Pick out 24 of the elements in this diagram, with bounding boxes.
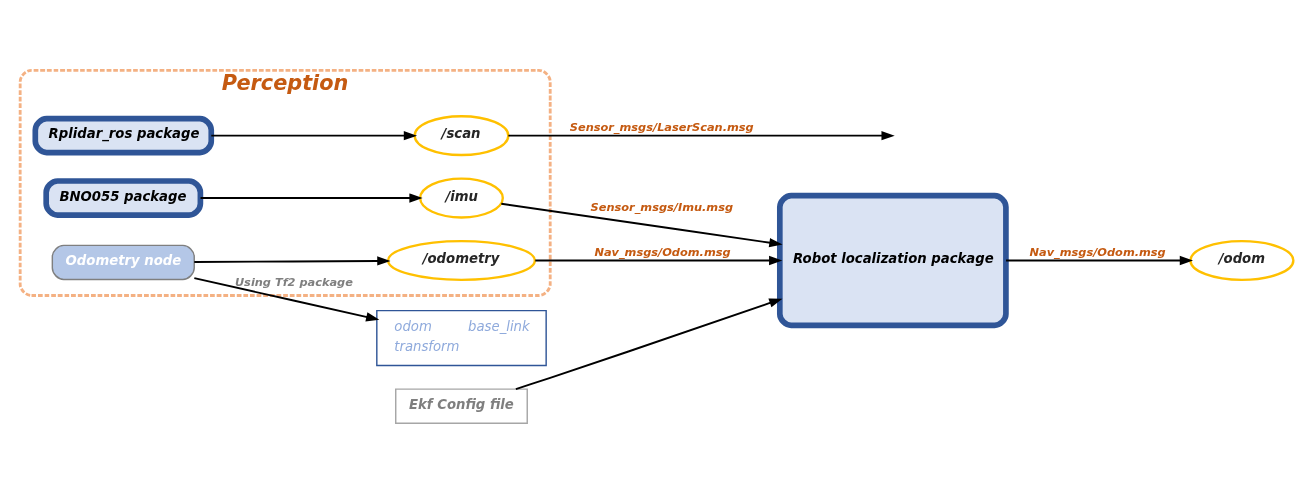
edge-label: Nav_msgs/Odom.msg bbox=[1029, 245, 1166, 260]
arrow bbox=[514, 298, 783, 391]
node-box: odom base_link transform bbox=[376, 309, 547, 367]
node-ellipse: /imu bbox=[418, 177, 504, 219]
node-box: Ekf Config file bbox=[395, 388, 528, 424]
arrow bbox=[199, 193, 423, 203]
arrow bbox=[210, 131, 418, 141]
arrow bbox=[193, 256, 391, 266]
edge-label: Using Tf2 package bbox=[234, 274, 353, 289]
node-box: Odometry node bbox=[51, 244, 195, 281]
node-ellipse: /odometry bbox=[386, 239, 537, 282]
arrow bbox=[500, 202, 783, 248]
arrow bbox=[507, 131, 895, 141]
arrow bbox=[1005, 255, 1194, 266]
edge-label: Sensor_msgs/Imu.msg bbox=[590, 199, 734, 214]
edge-label: Sensor_msgs/LaserScan.msg bbox=[569, 120, 754, 135]
node-box: Robot localization package bbox=[777, 192, 1009, 329]
arrow bbox=[193, 277, 380, 322]
node-box: BNO055 package bbox=[43, 178, 204, 218]
edge-label: Nav_msgs/Odom.msg bbox=[594, 245, 731, 260]
arrow bbox=[534, 255, 783, 266]
node-box: Rplidar_ros package bbox=[32, 115, 215, 156]
node-ellipse: /scan bbox=[413, 115, 510, 157]
node-ellipse: /odom bbox=[1189, 239, 1295, 282]
